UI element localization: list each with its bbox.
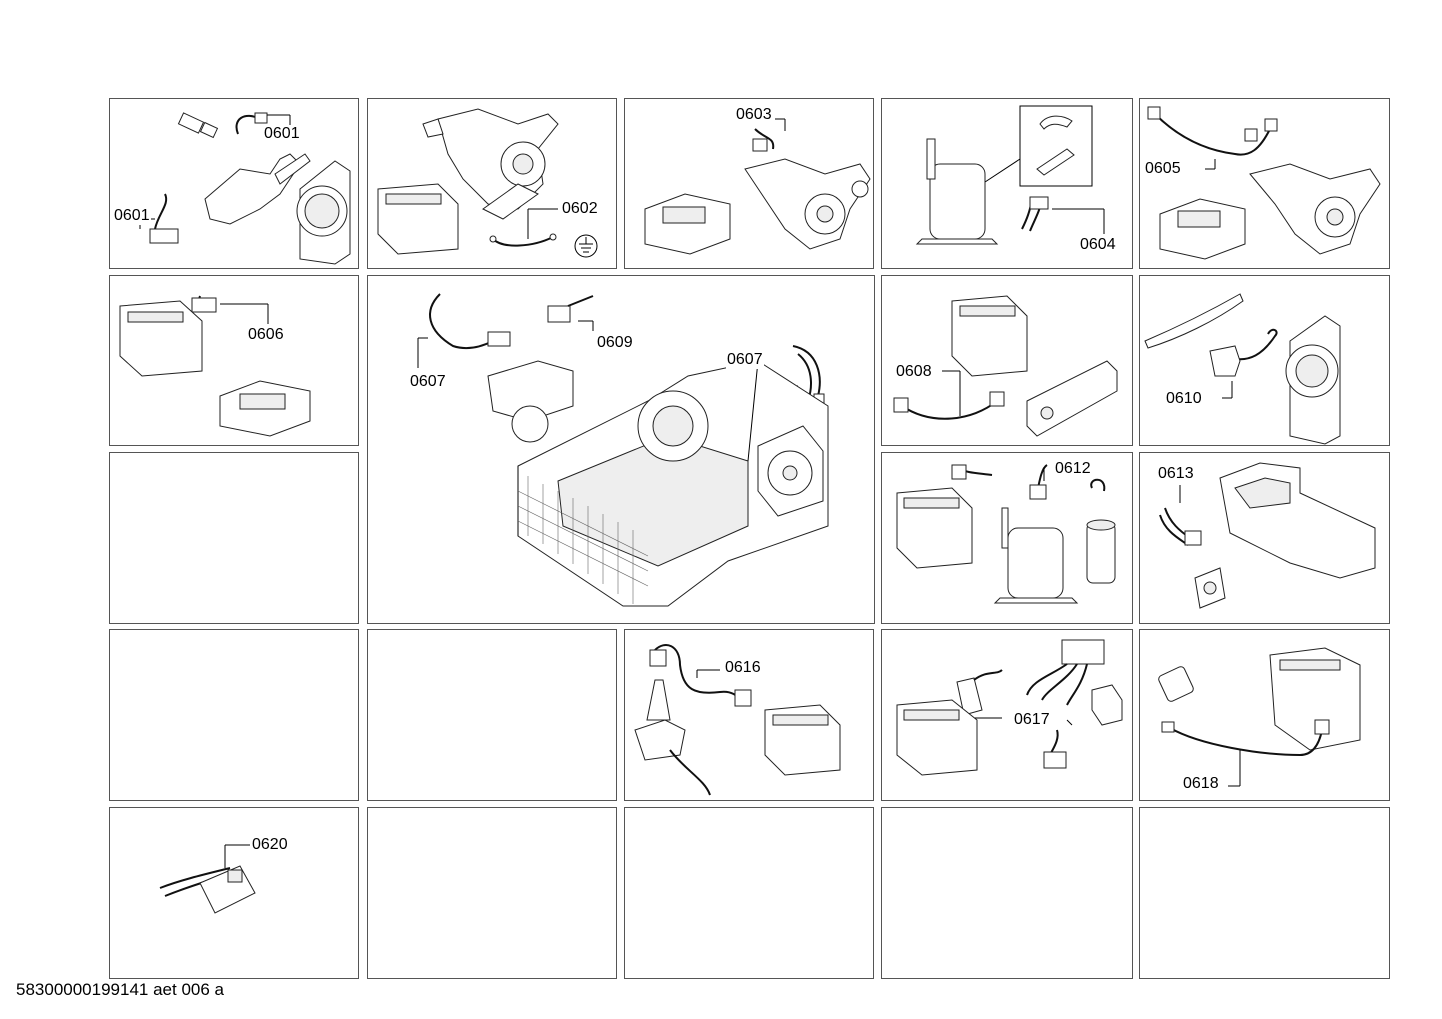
part-label-0610: 0610 — [1165, 390, 1203, 408]
part-label-0609: 0609 — [596, 334, 634, 352]
diagram-0616 — [625, 630, 875, 802]
panel-empty-r5c5 — [1139, 807, 1390, 979]
panel-empty-r5c4 — [881, 807, 1133, 979]
panel-0613: 0613 — [1139, 452, 1390, 624]
diagram-0610 — [1140, 276, 1391, 447]
panel-0601: 0601 0601 — [109, 98, 359, 269]
panel-0617: 0617 — [881, 629, 1133, 801]
part-label-0604: 0604 — [1079, 236, 1117, 254]
diagram-0603 — [625, 99, 875, 270]
part-label-0616: 0616 — [724, 659, 762, 677]
panel-0605: 0605 — [1139, 98, 1390, 269]
diagram-0601 — [110, 99, 360, 270]
panel-main-frame: 0607 0609 0607 — [367, 275, 875, 624]
panel-empty-r4c1 — [109, 629, 359, 801]
diagram-0604 — [882, 99, 1134, 270]
panel-0608: 0608 — [881, 275, 1133, 446]
diagram-0613 — [1140, 453, 1391, 625]
part-label-0617: 0617 — [1013, 711, 1051, 729]
panel-empty-r5c2 — [367, 807, 617, 979]
panel-0618: 0618 — [1139, 629, 1390, 801]
part-label-0601-left: 0601 — [113, 207, 151, 225]
panel-0602: 0602 — [367, 98, 617, 269]
panel-0616: 0616 — [624, 629, 874, 801]
part-label-0606: 0606 — [247, 326, 285, 344]
diagram-0620 — [110, 808, 360, 980]
panel-empty-r3c1 — [109, 452, 359, 624]
part-label-0601-top: 0601 — [263, 125, 301, 143]
diagram-0605 — [1140, 99, 1391, 270]
panel-0606: 0606 — [109, 275, 359, 446]
part-label-0607-right: 0607 — [726, 351, 764, 369]
panel-empty-r4c2 — [367, 629, 617, 801]
panel-0612: 0612 — [881, 452, 1133, 624]
part-label-0618: 0618 — [1182, 775, 1220, 793]
part-label-0603: 0603 — [735, 106, 773, 124]
diagram-main-frame — [368, 276, 876, 625]
diagram-0602 — [368, 99, 618, 270]
part-label-0605: 0605 — [1144, 160, 1182, 178]
part-label-0612: 0612 — [1054, 460, 1092, 478]
diagram-0606 — [110, 276, 360, 447]
panel-0604: 0604 — [881, 98, 1133, 269]
part-label-0613: 0613 — [1157, 465, 1195, 483]
diagram-0617 — [882, 630, 1134, 802]
panel-0620: 0620 — [109, 807, 359, 979]
panel-0603: 0603 — [624, 98, 874, 269]
diagram-0618 — [1140, 630, 1391, 802]
diagram-0612 — [882, 453, 1134, 625]
panel-empty-r5c3 — [624, 807, 874, 979]
part-label-0602: 0602 — [561, 200, 599, 218]
document-code: 58300000199141 aet 006 a — [16, 980, 224, 999]
part-label-0608: 0608 — [895, 363, 933, 381]
panel-0610: 0610 — [1139, 275, 1390, 446]
part-label-0620: 0620 — [251, 836, 289, 854]
part-label-0607-left: 0607 — [409, 373, 447, 391]
diagram-0608 — [882, 276, 1134, 447]
